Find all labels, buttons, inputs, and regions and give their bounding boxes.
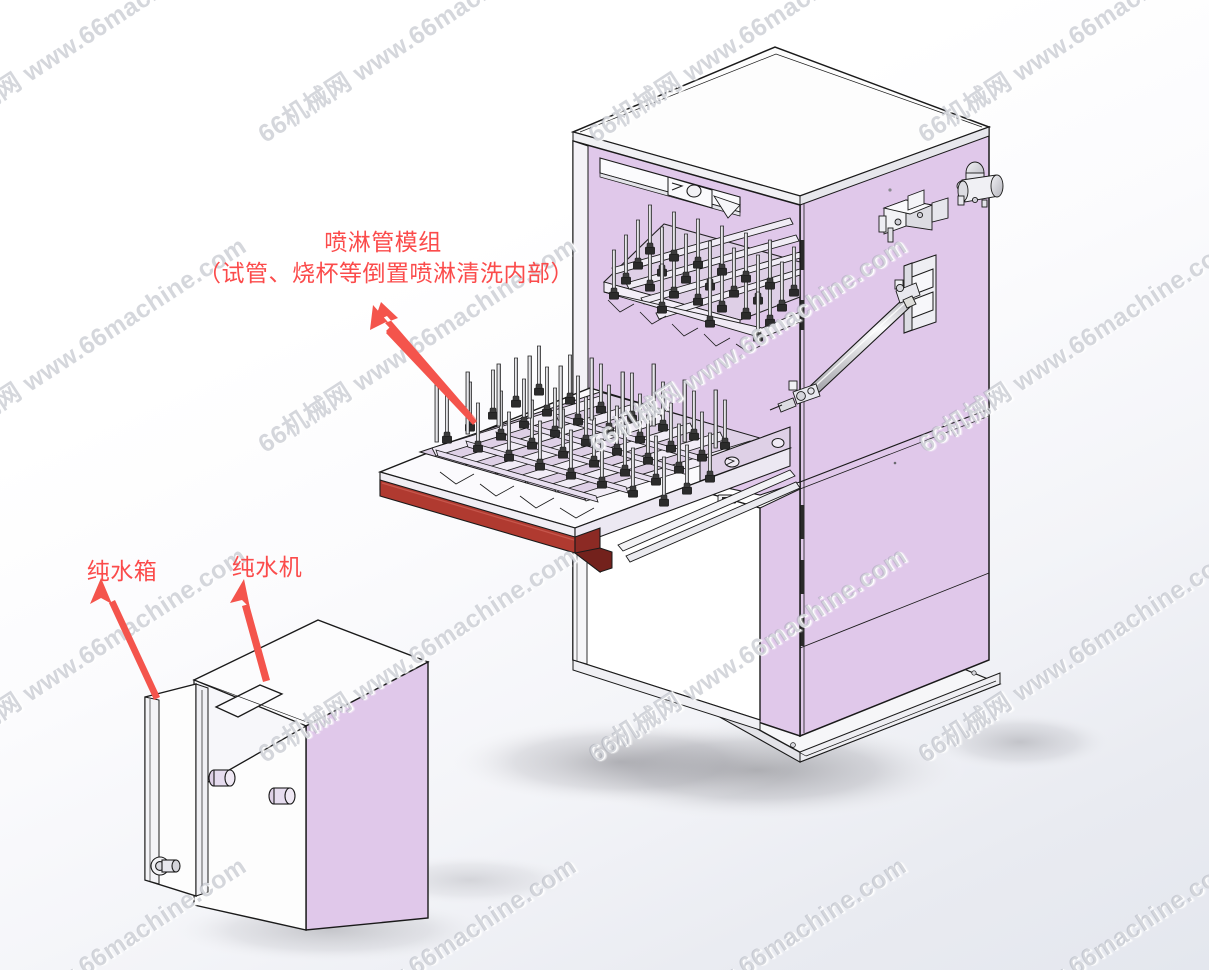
cabinet-top-panel bbox=[570, 46, 992, 206]
pure-water-tank[interactable] bbox=[144, 683, 209, 897]
lower-spray-rack-extended[interactable] bbox=[377, 345, 793, 574]
annotation-line-1: 纯水箱 bbox=[86, 559, 158, 585]
red-door-seal-strip bbox=[379, 479, 613, 574]
rack-guide-rails bbox=[617, 469, 801, 563]
annotation-label-spray-pipe-module: 喷淋管模组 （试管、烧杯等倒置喷淋清洗内部） bbox=[198, 228, 574, 290]
valve-assembly-upper bbox=[878, 189, 949, 243]
annotation-line-1: 喷淋管模组 bbox=[324, 230, 442, 256]
water-treatment-group[interactable] bbox=[144, 619, 430, 931]
upper-spray-rack[interactable] bbox=[602, 204, 801, 353]
main-machine[interactable] bbox=[377, 46, 1004, 763]
pure-water-machine[interactable] bbox=[192, 619, 430, 931]
cabinet-right-pink-panel bbox=[799, 125, 990, 738]
valve-assembly-side bbox=[956, 161, 1004, 208]
annotation-line-1: 纯水机 bbox=[231, 555, 303, 581]
annotation-line-2: （试管、烧杯等倒置喷淋清洗内部） bbox=[198, 261, 574, 287]
diagonal-hose bbox=[769, 279, 921, 413]
annotation-label-pure-water-machine: 纯水机 bbox=[225, 553, 309, 584]
annotation-label-pure-water-tank: 纯水箱 bbox=[80, 557, 164, 588]
